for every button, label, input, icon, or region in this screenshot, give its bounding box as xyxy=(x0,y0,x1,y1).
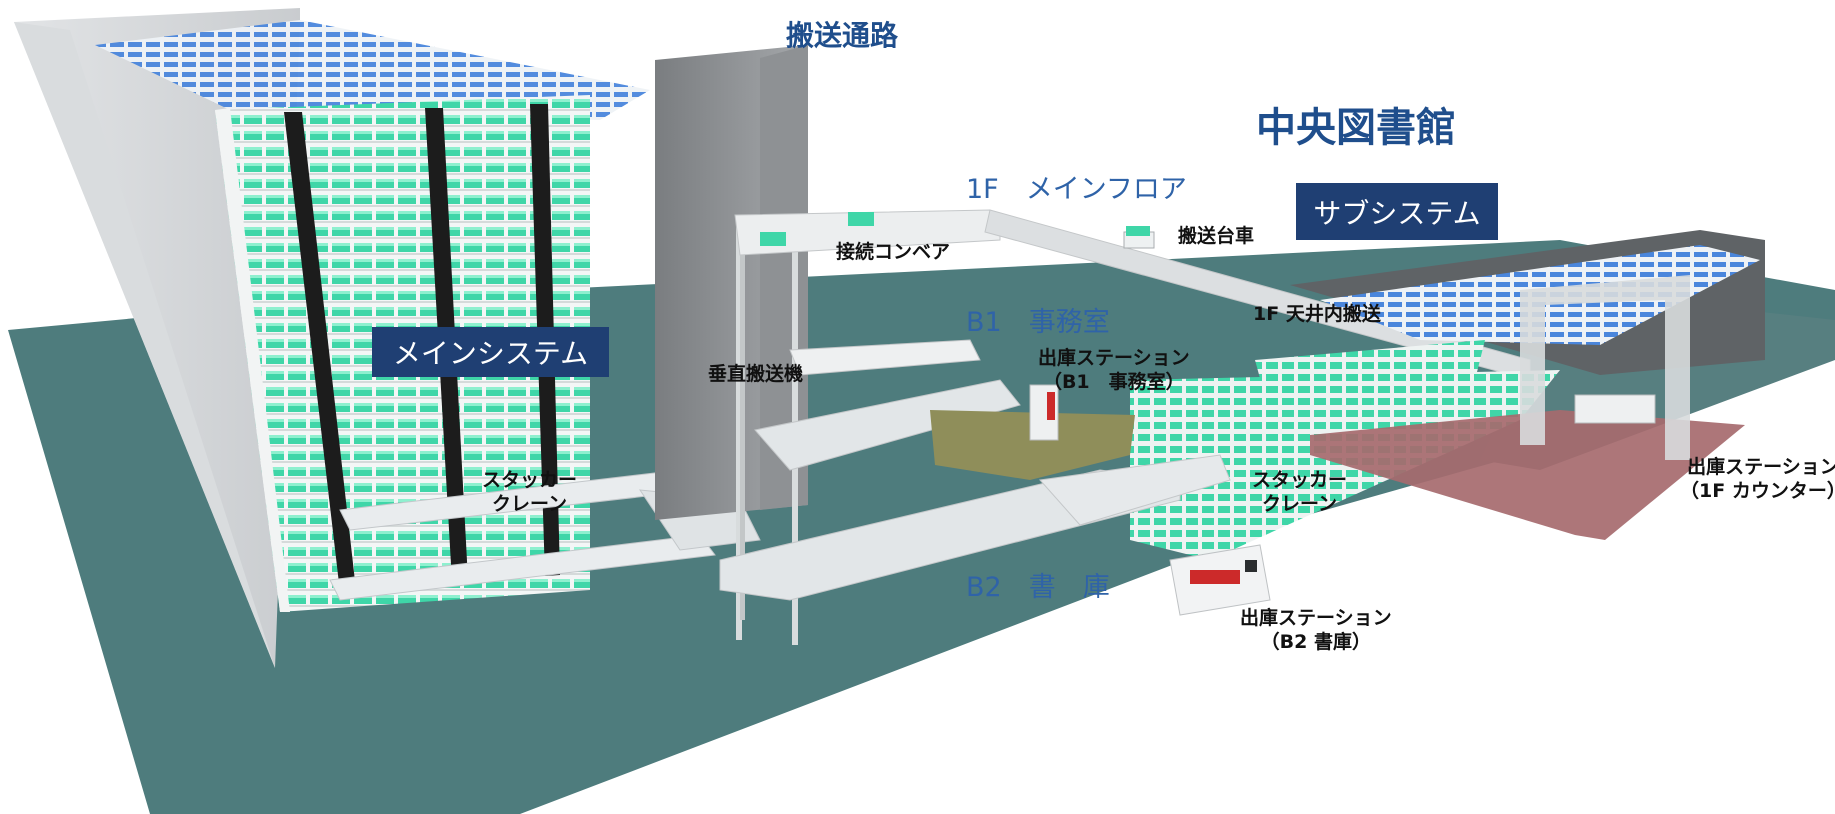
b2-floor-platform-2 xyxy=(1039,454,1231,526)
floor-b1-label: B1 事務室 xyxy=(966,307,1110,338)
b1-station-area xyxy=(930,410,1135,480)
stacker-crane-right-label: スタッカー クレーン xyxy=(1252,468,1347,516)
station-1f-area xyxy=(1310,410,1745,540)
floor-b2-label: B2 書 庫 xyxy=(966,572,1110,603)
transport-cart-label: 搬送台車 xyxy=(1178,225,1255,247)
aisle-1 xyxy=(284,112,356,592)
vertical-conveyor-label: 垂直搬送機 xyxy=(708,363,804,385)
stacker-crane-left-label: スタッカー クレーン xyxy=(482,468,577,516)
b1-conveyor xyxy=(789,339,981,376)
station-1f-label: 出庫ステーション （1F カウンター） xyxy=(1680,455,1835,503)
station-b2-display xyxy=(1245,560,1257,572)
stacker-crane-left-line2: クレーン xyxy=(491,493,568,515)
stacker-crane-right-line1: スタッカー xyxy=(1252,469,1348,491)
vertical-post-1 xyxy=(736,220,742,640)
stacker-crane-right-line2: クレーン xyxy=(1261,493,1338,515)
station-b1-line1: 出庫ステーション xyxy=(1038,347,1190,369)
main-roof-bins xyxy=(95,20,650,120)
station-1f-unit xyxy=(1574,394,1656,424)
station-b2-line1: 出庫ステーション xyxy=(1240,607,1392,629)
station-b2-label: 出庫ステーション （B2 書庫） xyxy=(1240,606,1392,654)
conveyor-bin-1 xyxy=(760,232,786,246)
cart-bin xyxy=(1126,226,1150,236)
station-b1-label: 出庫ステーション （B1 事務室） xyxy=(1038,346,1190,394)
main-building-left-face xyxy=(14,22,275,668)
vertical-post-3 xyxy=(740,220,745,620)
station-1f-frame xyxy=(1520,275,1690,460)
station-1f-line2: （1F カウンター） xyxy=(1680,480,1835,502)
b1-floor-platform xyxy=(754,379,1021,471)
ceiling-transport-label: 1F 天井内搬送 xyxy=(1253,303,1381,325)
stacker-crane-left-line1: スタッカー xyxy=(482,469,578,491)
conveyor-bin-2 xyxy=(848,212,874,226)
central-library-title: 中央図書館 xyxy=(1256,105,1456,151)
b1-station-red-panel xyxy=(1047,392,1055,420)
transport-passage-title: 搬送通路 xyxy=(786,19,899,52)
main-system-label: メインシステム xyxy=(372,327,609,377)
station-b1-line2: （B1 事務室） xyxy=(1042,371,1185,393)
station-1f-line1: 出庫ステーション xyxy=(1687,456,1835,478)
sub-system-label: サブシステム xyxy=(1296,183,1498,240)
floor-1f-label: 1F メインフロア xyxy=(966,174,1187,205)
station-b2-red xyxy=(1190,570,1240,584)
left-conveyor-lower xyxy=(329,534,716,601)
rack-left-edge xyxy=(215,108,290,612)
connection-conveyor-label: 接続コンベア xyxy=(836,241,951,263)
station-b2-line2: （B2 書庫） xyxy=(1260,631,1371,653)
